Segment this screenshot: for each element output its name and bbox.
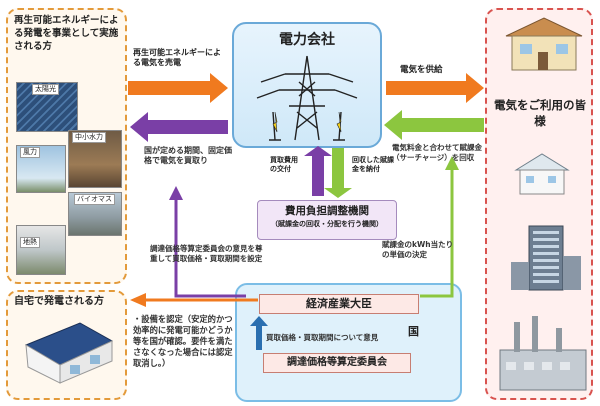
grant-label: 買取費用の交付: [270, 156, 298, 173]
arrow-opinion: [250, 316, 268, 350]
gov-label: 国: [408, 325, 419, 338]
arrow-set-price: [174, 196, 246, 298]
collect-label: 電気料金と合わせて賦課金（サーチャージ）を回収: [392, 143, 482, 162]
arrow-unit-price: [420, 166, 454, 298]
adjustment-org-box: 費用負担調整機関 （賦課金の回収・分配を行う機関）: [257, 200, 397, 240]
home-generation-title: 自宅で発電される方: [14, 296, 104, 307]
hydro-label: 中小水力: [72, 132, 106, 143]
sell-label: 再生可能エネルギーによる電気を売電: [133, 48, 221, 67]
transmission-tower-icon: [256, 55, 358, 141]
buy-label: 国が定める期間、固定価格で電気を買取り: [144, 146, 232, 165]
committee-box: 調達価格等算定委員会: [263, 353, 411, 373]
set-price-label: 調達価格等算定委員会の意見を尊重して買取価格・買取期間を設定: [150, 244, 263, 263]
house-icon: [24, 322, 114, 384]
adjustment-org-subtitle: （賦課金の回収・分配を行う機関）: [271, 220, 383, 228]
factory-icon: [499, 316, 587, 391]
solar-label: 太陽光: [32, 84, 59, 95]
arrow-collect: [384, 110, 484, 140]
biomass-label: バイオマス: [74, 194, 115, 205]
opinion-label: 買取価格・買取期間について意見: [266, 333, 379, 342]
consumers-title: 電気をご利用の皆様: [494, 98, 586, 128]
minister-box: 経済産業大臣: [259, 294, 419, 314]
arrow-grant-up: [304, 146, 332, 196]
renewable-business-title: 再生可能エネルギーによる発電を事業として実施される方: [14, 15, 119, 52]
arrow-sell: [128, 73, 228, 103]
wind-label: 風力: [20, 147, 40, 158]
adjustment-org-title: 費用負担調整機関: [285, 205, 369, 217]
certify-label: ・設備を認定（安定的かつ効率的に発電可能かどうか等を国が確認。要件を満たさなくな…: [133, 314, 233, 368]
unit-price-label: 賦課金のkWh当たりの単価の決定: [382, 240, 454, 259]
arrow-buy: [130, 112, 228, 142]
arrow-supply: [386, 73, 484, 103]
geothermal-photo: [16, 225, 66, 275]
geothermal-label: 地熱: [20, 237, 40, 248]
house-top-icon: [505, 17, 583, 71]
office-building-icon: [511, 225, 581, 291]
consumers-panel: [485, 8, 593, 400]
house-middle-icon: [514, 153, 570, 195]
supply-label: 電気を供給: [400, 65, 443, 75]
arrow-pay: [324, 148, 352, 198]
power-company-title: 電力会社: [279, 32, 335, 48]
power-company-panel: [232, 22, 382, 148]
pay-label: 回収した賦課金を納付: [352, 156, 394, 173]
